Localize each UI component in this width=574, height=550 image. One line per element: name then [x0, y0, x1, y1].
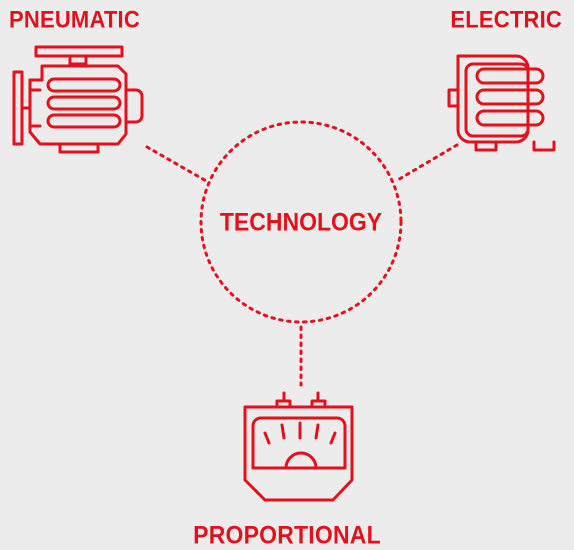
electric-label: ELECTRIC	[450, 5, 562, 33]
proportional-label: PROPORTIONAL	[193, 520, 381, 549]
connector-pneumatic	[145, 145, 210, 184]
electric-motor-icon	[447, 54, 556, 152]
pneumatic-label: PNEUMATIC	[9, 5, 140, 33]
pneumatic-actuator-icon	[12, 45, 144, 154]
connector-electric	[394, 143, 459, 183]
gauge-meter-icon	[243, 391, 354, 502]
connector-lines	[145, 120, 459, 387]
technology-circle	[199, 120, 403, 324]
technology-label: TECHNOLOGY	[219, 207, 383, 236]
